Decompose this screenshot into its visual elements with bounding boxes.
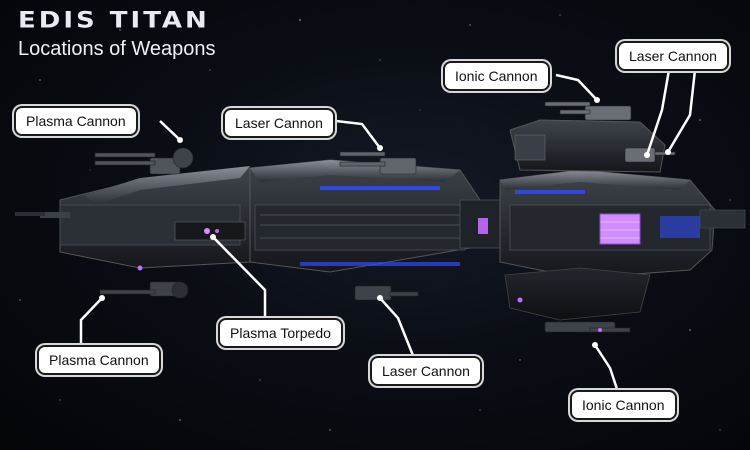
turret-plasma-top (94, 147, 194, 175)
callout-plasma-cannon-bottom: Plasma Cannon (37, 345, 161, 375)
callout-ionic-cannon-bottom: Ionic Cannon (570, 390, 677, 420)
callout-laser-cannon-rear: Laser Cannon (617, 41, 729, 71)
diagram-subtitle: Locations of Weapons (18, 38, 216, 60)
callout-laser-cannon-top: Laser Cannon (223, 108, 335, 138)
turret-laser-top (339, 151, 417, 175)
callout-plasma-cannon-top: Plasma Cannon (14, 106, 138, 136)
turret-plasma-bottom (99, 281, 189, 299)
callout-ionic-cannon-top: Ionic Cannon (443, 61, 550, 91)
turret-ionic-bottom (544, 321, 631, 333)
turret-ionic-top (544, 101, 632, 121)
ship-logo: EDIS TITAN (18, 8, 210, 34)
callout-laser-cannon-bottom: Laser Cannon (370, 356, 482, 386)
callout-plasma-torpedo: Plasma Torpedo (218, 318, 343, 348)
